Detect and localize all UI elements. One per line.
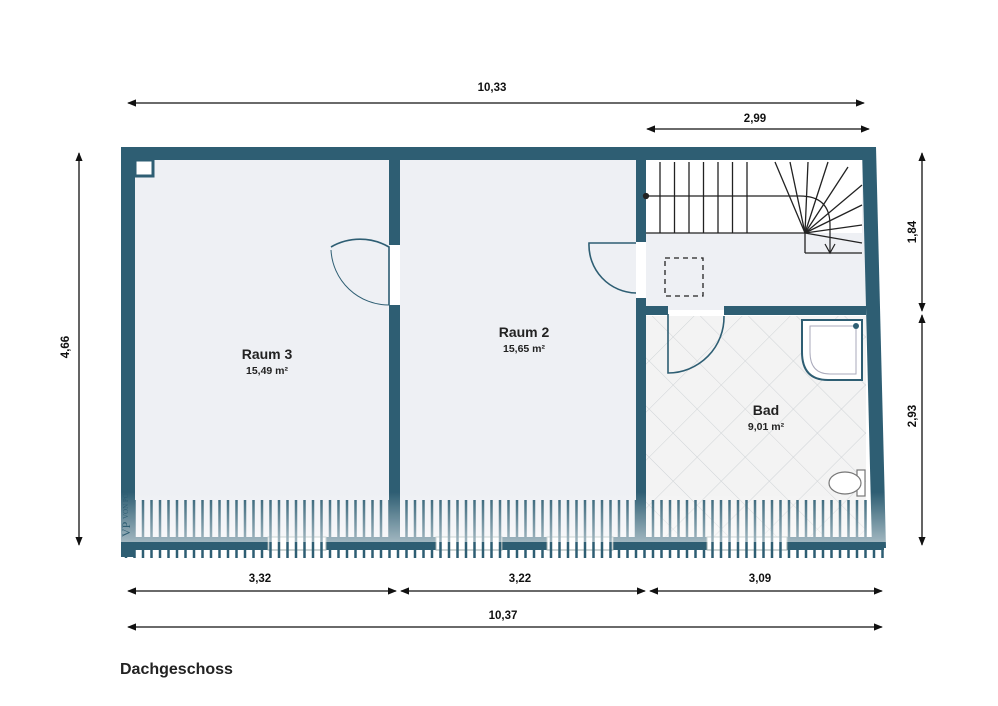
- dimension-bottom-total: 10,37: [127, 610, 883, 631]
- dimension-bottom-seg3: 3,09: [649, 573, 883, 595]
- hatching-fade: [121, 492, 886, 542]
- door-raum-2: [588, 242, 637, 294]
- svg-text:VP: VP: [119, 521, 133, 537]
- svg-text:2,99: 2,99: [744, 113, 766, 125]
- svg-text:Raum 3: Raum 3: [242, 346, 293, 362]
- svg-text:3,32: 3,32: [249, 573, 271, 585]
- svg-text:Raum 2: Raum 2: [499, 324, 550, 340]
- stair-tread: [804, 204, 863, 234]
- door-bad: [667, 314, 725, 374]
- stair-tread: [774, 161, 806, 234]
- dimension-right-upper: 1,84: [907, 152, 926, 312]
- room-label-raum-3: Raum 3 15,49 m²: [242, 346, 293, 377]
- attic-hatch: [664, 257, 704, 297]
- floor-raum-2: [400, 160, 636, 545]
- svg-text:4,66: 4,66: [60, 336, 72, 358]
- stair-tread: [804, 224, 863, 234]
- svg-text:9,01 m²: 9,01 m²: [748, 421, 785, 433]
- svg-text:1,84: 1,84: [907, 220, 919, 243]
- stair-arrow-head: [824, 243, 836, 255]
- svg-text:15,49 m²: 15,49 m²: [246, 365, 289, 377]
- von-poll-logo: VP VON POLL: [119, 485, 133, 537]
- dimension-left-height: 4,66: [60, 152, 83, 546]
- floor-title: Dachgeschoss: [120, 661, 233, 678]
- svg-text:VON POLL: VON POLL: [122, 485, 130, 519]
- toilet-icon: [828, 469, 866, 497]
- dimension-right-lower: 2,93: [907, 314, 926, 546]
- svg-text:Bad: Bad: [753, 402, 779, 418]
- chimney-icon: [133, 158, 155, 178]
- svg-text:10,33: 10,33: [478, 82, 507, 94]
- stair-tread: [804, 161, 829, 234]
- dimension-top-total: 10,33: [127, 82, 865, 107]
- staircase: [642, 160, 863, 255]
- stair-tread: [804, 161, 809, 234]
- stair-tread: [804, 232, 863, 244]
- svg-text:3,09: 3,09: [749, 573, 771, 585]
- dimension-bottom-seg2: 3,22: [400, 573, 646, 595]
- dimension-bottom-seg1: 3,32: [127, 573, 397, 595]
- room-label-raum-2: Raum 2 15,65 m²: [499, 324, 550, 355]
- svg-text:2,93: 2,93: [907, 405, 919, 427]
- stair-tread: [804, 166, 849, 234]
- room-label-bad: Bad 9,01 m²: [748, 402, 785, 433]
- stair-start-dot: [642, 192, 650, 200]
- stair-tread: [804, 184, 863, 234]
- shower-icon: [801, 319, 863, 381]
- stair-direction-arrow: [646, 195, 831, 252]
- svg-text:10,37: 10,37: [489, 610, 518, 622]
- dimension-top-stair: 2,99: [646, 113, 870, 133]
- svg-text:15,65 m²: 15,65 m²: [503, 343, 546, 355]
- floor-raum-3: [135, 160, 390, 545]
- inner-walls: [389, 160, 866, 545]
- svg-text:3,22: 3,22: [509, 573, 531, 585]
- door-raum-3: [330, 238, 390, 306]
- stair-tread: [789, 161, 806, 234]
